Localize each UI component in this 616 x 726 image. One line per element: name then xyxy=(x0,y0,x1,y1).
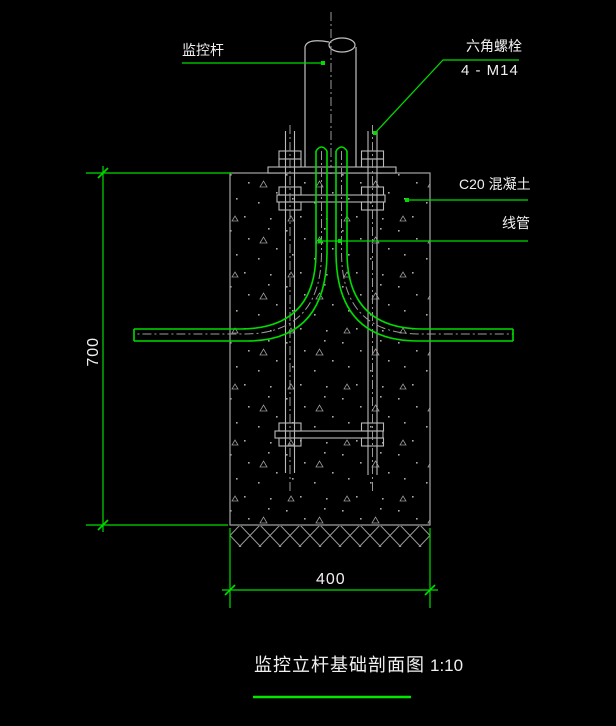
dim-400-text: 400 xyxy=(316,571,346,588)
drawing-scale: 1:10 xyxy=(430,656,464,675)
anchor-bolt-left xyxy=(278,125,302,493)
anchor-plate xyxy=(274,430,384,439)
label-concrete: C20 混凝土 xyxy=(459,176,531,192)
anchor-bolt-right xyxy=(360,125,385,493)
leader-dot xyxy=(321,61,325,65)
leader-dot xyxy=(405,198,409,202)
leader-concrete xyxy=(405,198,528,202)
leader-bolt xyxy=(373,59,519,135)
conduit-left xyxy=(133,146,328,342)
conduit-centerlines xyxy=(134,151,513,335)
label-pole: 监控杆 xyxy=(182,42,224,58)
conduit-right xyxy=(335,146,514,342)
label-bolt: 六角螺栓 xyxy=(466,38,522,54)
pole xyxy=(304,37,357,167)
label-conduit: 线管 xyxy=(502,215,530,231)
mid-plate xyxy=(276,194,386,203)
label-bolt-spec: 4 - M14 xyxy=(461,62,519,79)
soil-hatch xyxy=(230,526,430,547)
leader-dot xyxy=(338,239,342,243)
leader-dot xyxy=(373,131,377,135)
leader-conduit xyxy=(318,239,528,243)
dim-700-text: 700 xyxy=(85,336,103,367)
concrete-block xyxy=(229,172,431,526)
drawing-title: 监控立杆基础剖面图 xyxy=(254,655,425,675)
dim-700 xyxy=(86,166,232,532)
leader-pole xyxy=(182,61,325,65)
leader-dot xyxy=(318,239,322,243)
base-plate xyxy=(267,166,397,174)
dim-400 xyxy=(222,528,438,608)
